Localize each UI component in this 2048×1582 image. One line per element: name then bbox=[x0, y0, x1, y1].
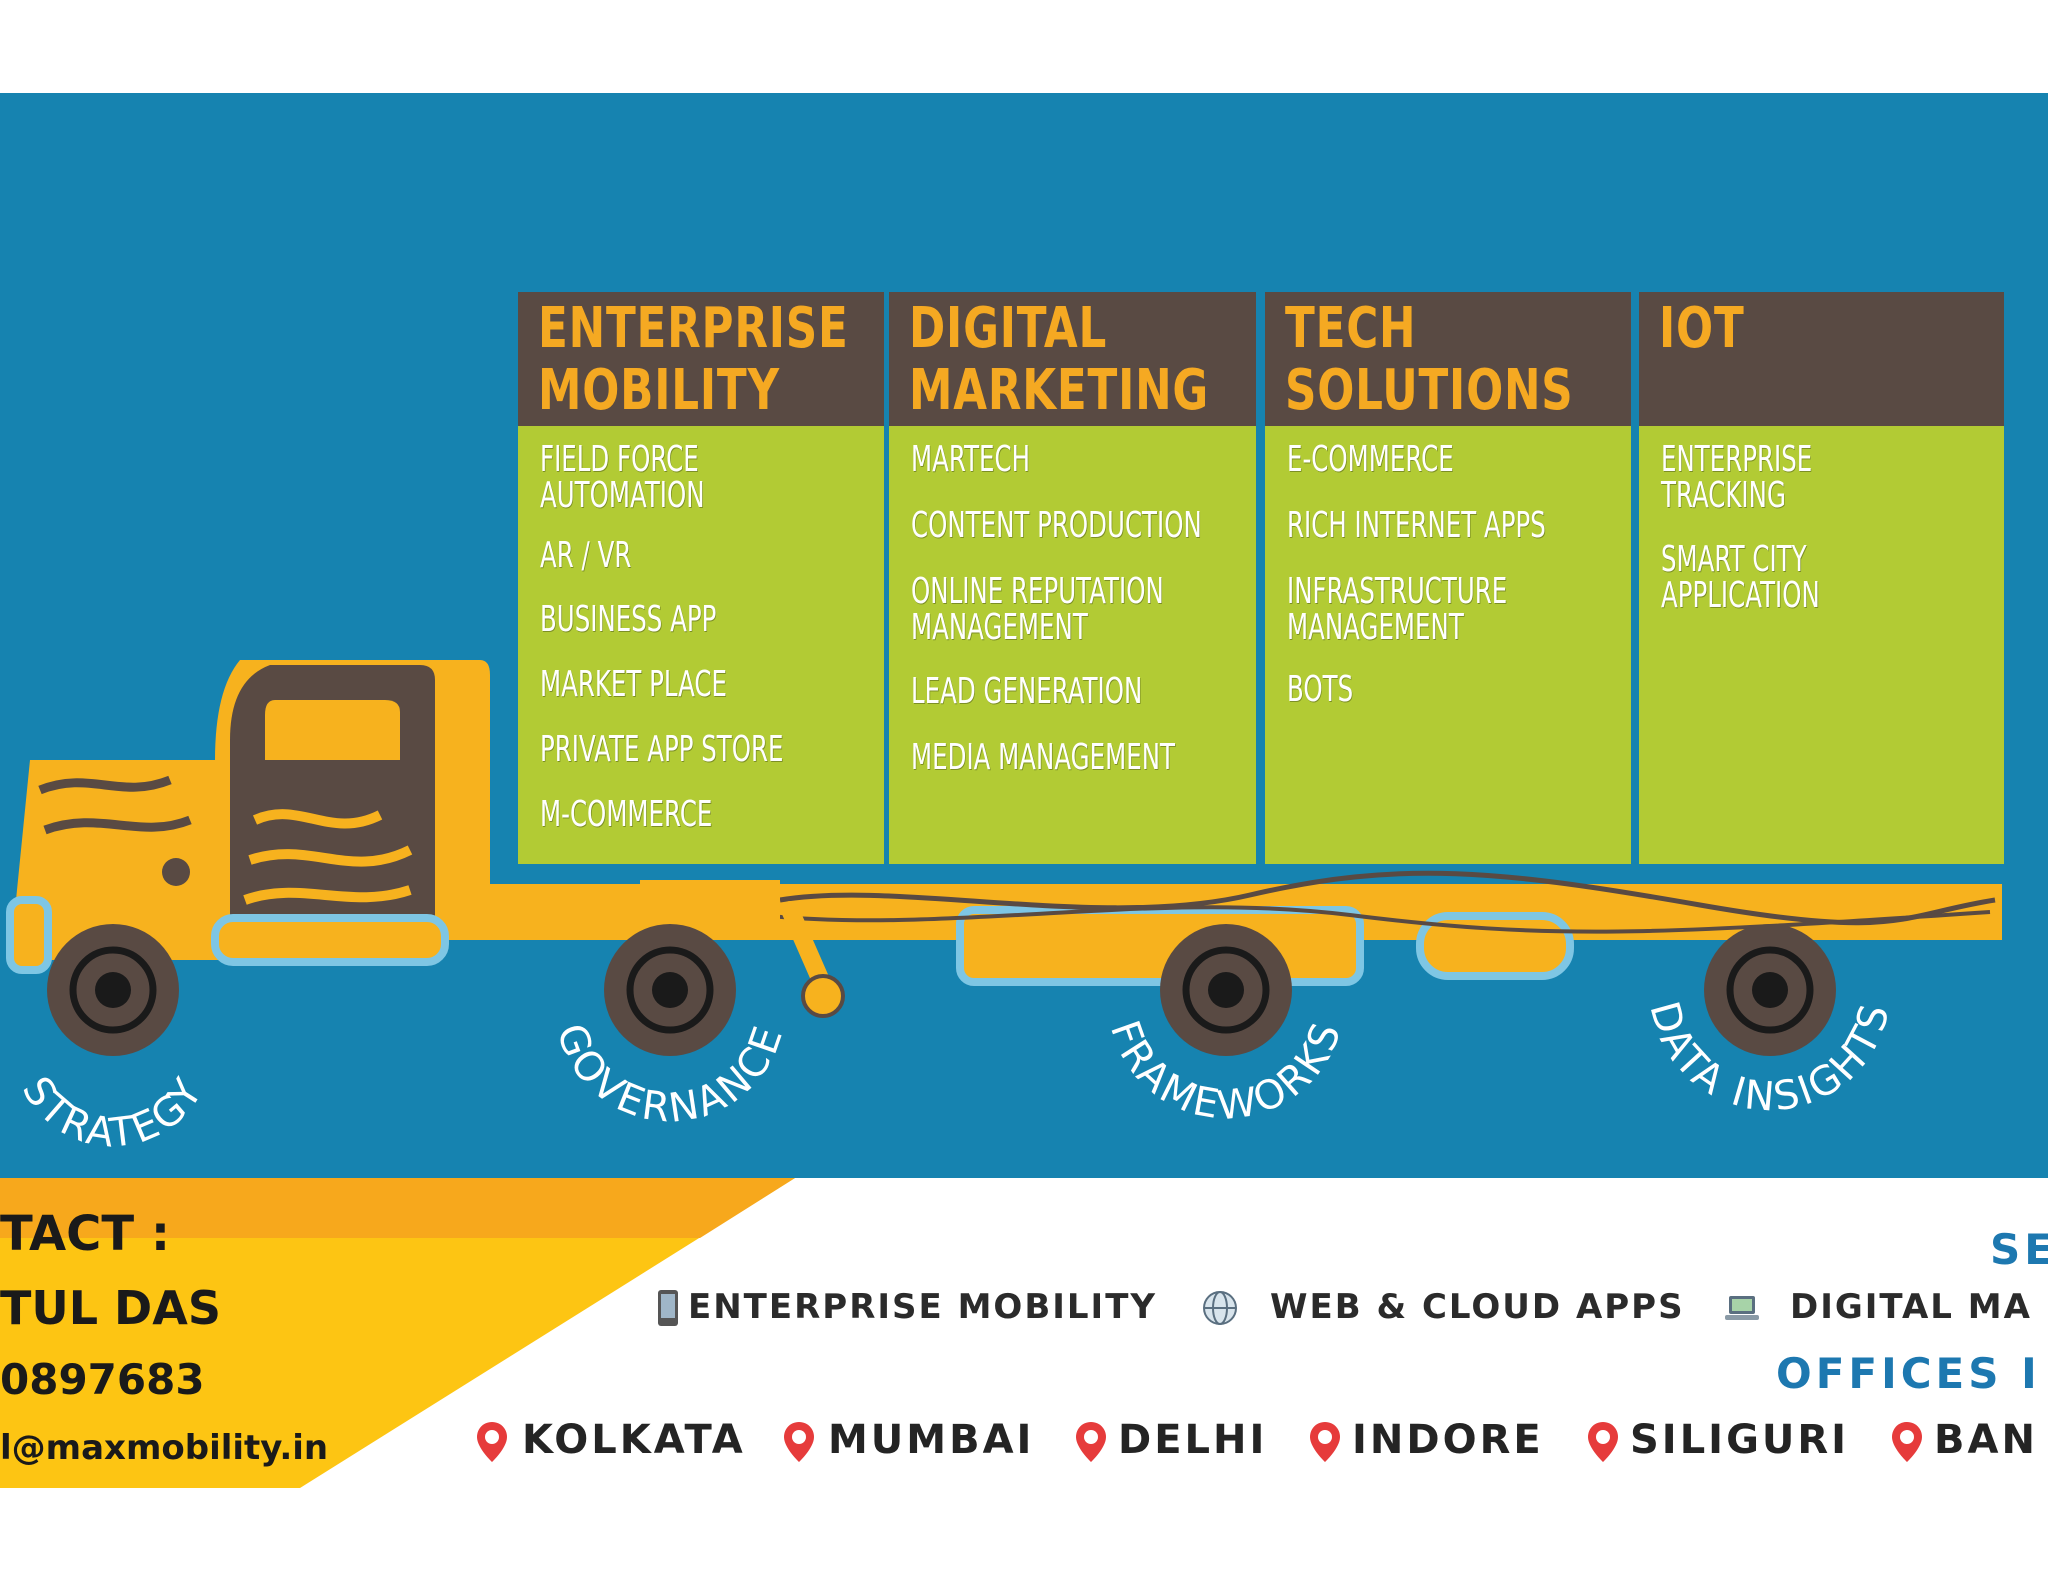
office-siliguri: SILIGURI bbox=[1630, 1417, 1850, 1463]
list-item: LEAD GENERATION bbox=[911, 671, 1143, 712]
location-pin-icon bbox=[1588, 1422, 1618, 1462]
list-item: BUSINESS APP bbox=[540, 599, 717, 640]
location-pin-icon bbox=[784, 1422, 814, 1462]
service-web-cloud-apps: WEB & CLOUD APPS bbox=[1270, 1287, 1685, 1327]
list-item: MARTECH bbox=[911, 439, 1031, 480]
list-item: MEDIA MANAGEMENT bbox=[911, 737, 1175, 778]
column-tech-solutions: TECH SOLUTIONS E-COMMERCE RICH INTERNET … bbox=[1265, 292, 1631, 864]
location-pin-icon bbox=[477, 1422, 507, 1462]
list-item: MARKET PLACE bbox=[540, 664, 727, 705]
hood-spot bbox=[162, 858, 190, 886]
hood-flames bbox=[38, 775, 192, 835]
coupling bbox=[640, 880, 780, 920]
front-bumper bbox=[6, 896, 52, 974]
cab-flames bbox=[243, 809, 413, 905]
column-body: E-COMMERCE RICH INTERNET APPS INFRASTRUC… bbox=[1265, 426, 1631, 864]
service-enterprise-mobility: ENTERPRISE MOBILITY bbox=[688, 1287, 1158, 1327]
wheel-4 bbox=[1704, 924, 1836, 1056]
column-header: DIGITAL MARKETING bbox=[889, 292, 1256, 426]
list-item: BOTS bbox=[1287, 669, 1354, 710]
wheel-label-strategy: STRATEGY bbox=[13, 1069, 213, 1157]
office-mumbai: MUMBAI bbox=[828, 1417, 1035, 1463]
wheel-labels: STRATEGY GOVERNANCE FRAMEWORKS DATA INSI… bbox=[13, 997, 1897, 1157]
wheel-3 bbox=[1160, 924, 1292, 1056]
column-header: IOT bbox=[1639, 292, 2004, 426]
offices-heading: OFFICES I bbox=[1776, 1349, 2041, 1398]
list-item: AR / VR bbox=[540, 535, 632, 576]
column-header: ENTERPRISE MOBILITY bbox=[518, 292, 884, 426]
hitch-ball bbox=[801, 974, 845, 1018]
trailer-swirl bbox=[779, 870, 1996, 926]
list-item: E-COMMERCE bbox=[1287, 439, 1454, 480]
cab-hood bbox=[10, 760, 220, 960]
office-indore: INDORE bbox=[1352, 1417, 1544, 1463]
list-item: PRIVATE APP STORE bbox=[540, 729, 784, 770]
cab-step bbox=[211, 914, 449, 966]
column-digital-marketing: DIGITAL MARKETING MARTECH CONTENT PRODUC… bbox=[889, 292, 1256, 864]
services-heading: SE bbox=[1990, 1225, 2048, 1274]
column-body: MARTECH CONTENT PRODUCTION ONLINE REPUTA… bbox=[889, 426, 1256, 864]
trailer-swirl-2 bbox=[759, 905, 1991, 934]
list-item: RICH INTERNET APPS bbox=[1287, 505, 1546, 546]
office-kolkata: KOLKATA bbox=[522, 1417, 746, 1463]
location-pin-icon bbox=[1892, 1422, 1922, 1462]
list-item: CONTENT PRODUCTION bbox=[911, 505, 1202, 546]
location-pin-icon bbox=[1076, 1422, 1106, 1462]
office-delhi: DELHI bbox=[1118, 1417, 1268, 1463]
column-header: TECH SOLUTIONS bbox=[1265, 292, 1631, 426]
contact-heading: TACT : bbox=[0, 1206, 171, 1262]
contact-band bbox=[0, 1178, 795, 1488]
laptop-icon bbox=[1725, 1296, 1759, 1320]
contact-email: l@maxmobility.in bbox=[0, 1428, 329, 1468]
wheel-1 bbox=[47, 924, 179, 1056]
globe-icon bbox=[1203, 1291, 1237, 1325]
location-pin-icon bbox=[1310, 1422, 1340, 1462]
list-item: M-COMMERCE bbox=[540, 794, 713, 835]
contact-phone: 0897683 bbox=[0, 1355, 205, 1404]
service-digital-marketing: DIGITAL MA bbox=[1790, 1287, 2032, 1327]
trailer-underframe bbox=[956, 906, 1364, 986]
phone-icon bbox=[658, 1290, 678, 1326]
cab-window bbox=[265, 700, 400, 760]
contact-name: TUL DAS bbox=[0, 1281, 221, 1335]
office-bangalore: BAN bbox=[1934, 1417, 2038, 1463]
wheel-2 bbox=[604, 924, 736, 1056]
